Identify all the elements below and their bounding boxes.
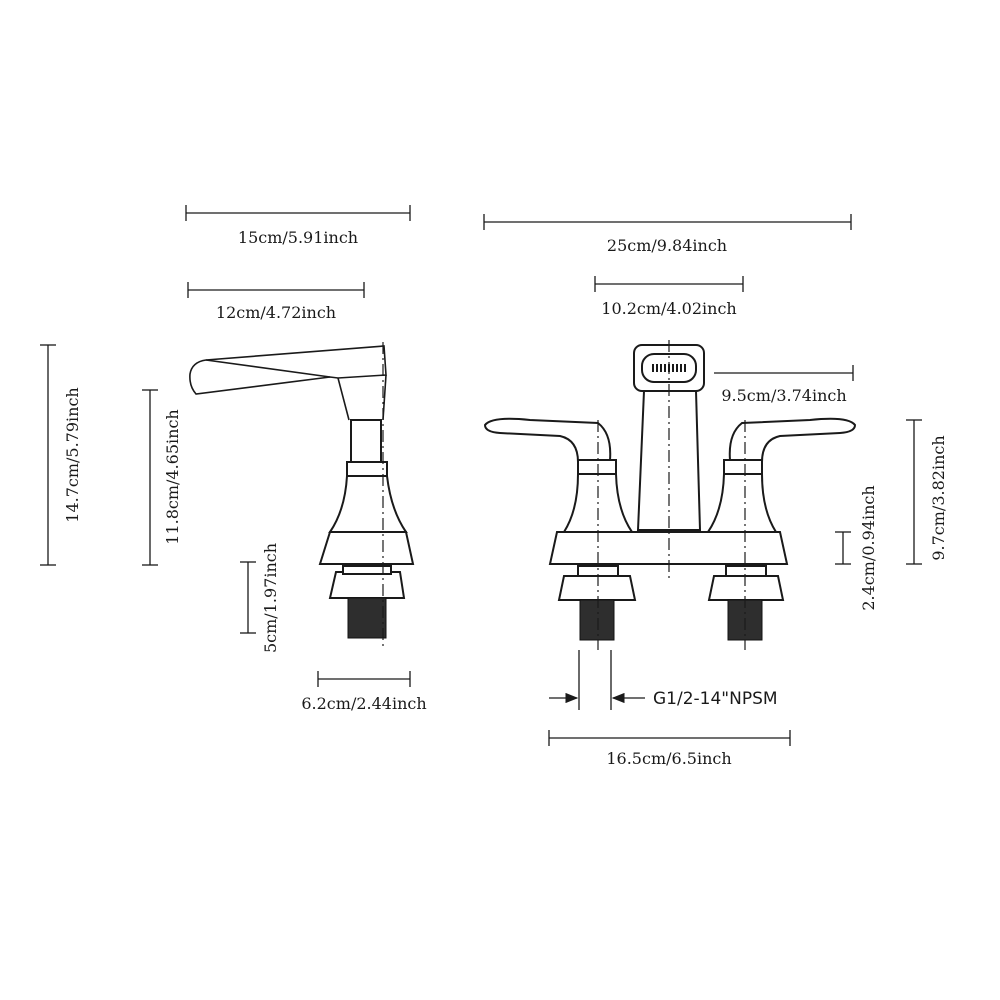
label-side-base-width: 6.2cm/2.44inch	[301, 694, 426, 713]
label-center-spacing: 16.5cm/6.5inch	[606, 749, 731, 768]
label-front-total-width: 25cm/9.84inch	[607, 236, 727, 255]
label-side-shank-length: 5cm/1.97inch	[261, 543, 280, 653]
front-dimension-lines	[483, 214, 922, 746]
label-front-spout-height: 9.5cm/3.74inch	[721, 386, 846, 405]
label-side-total-height: 14.7cm/5.79inch	[63, 387, 82, 522]
side-view-faucet	[189, 342, 415, 650]
label-side-total-length: 15cm/5.91inch	[238, 228, 358, 247]
label-front-base-height: 2.4cm/0.94inch	[859, 485, 878, 610]
label-thread-spec: G1/2-14"NPSM	[653, 689, 778, 709]
label-side-spout-reach: 12cm/4.72inch	[216, 303, 336, 322]
front-view-faucet	[483, 340, 857, 650]
label-front-handle-height: 9.7cm/3.82inch	[929, 435, 948, 560]
label-front-spout-width: 10.2cm/4.02inch	[601, 299, 736, 318]
label-side-body-height: 11.8cm/4.65inch	[163, 409, 182, 544]
side-dimension-lines	[40, 205, 411, 687]
